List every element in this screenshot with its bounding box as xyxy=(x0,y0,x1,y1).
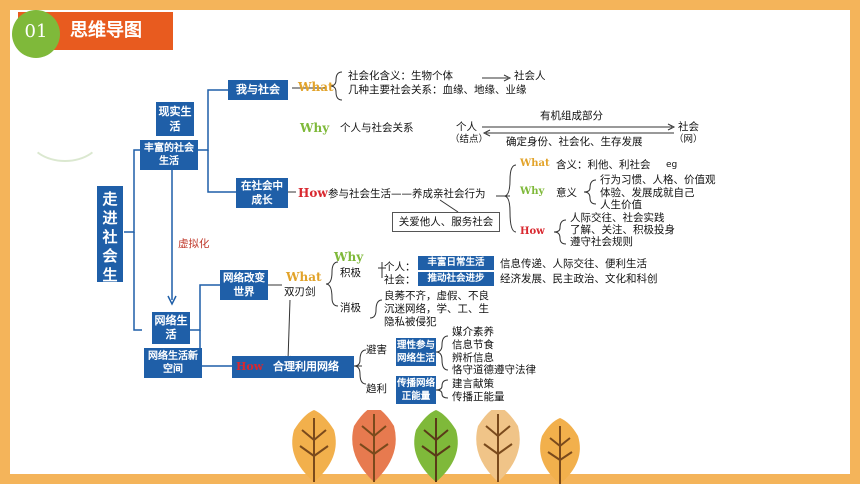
sig-item-1: 行为习惯、人格、价值观 xyxy=(600,174,716,186)
identity-text: 确定身份、社会化、生存发展 xyxy=(506,136,643,148)
person-label: 个人 xyxy=(456,121,477,133)
network-change-world-node[interactable]: 网络改变世界 xyxy=(220,270,268,300)
society-net-sub: （网） xyxy=(674,134,703,145)
what-label: What xyxy=(298,80,334,94)
section-number-badge: 01 xyxy=(12,10,60,58)
individual-society-relation: 个人与社会关系 xyxy=(340,122,414,134)
society-label: 社会 xyxy=(678,121,699,133)
negative-label: 消极 xyxy=(340,302,361,314)
how-item-2: 了解、关注、积极投身 xyxy=(570,224,675,236)
benefit-item-2: 传播正能量 xyxy=(452,391,505,403)
significance-label: 意义 xyxy=(556,187,577,199)
avoid-item-3: 辨析信息 xyxy=(452,352,494,364)
positive-label: 积极 xyxy=(340,267,361,279)
tree-icon xyxy=(352,410,396,482)
neg-line-2: 沉迷网络，学、工、生 xyxy=(384,303,489,315)
network-new-space-node[interactable]: 网络生活新空间 xyxy=(144,348,202,378)
section-title: 思维导图 xyxy=(70,20,142,41)
tree-icon xyxy=(414,410,458,482)
why-label-2: Why xyxy=(520,186,545,197)
how-label-4: How xyxy=(236,360,264,373)
tree-icon xyxy=(540,418,580,484)
avoid-harm-label: 避害 xyxy=(366,344,387,356)
rich-daily-life-box[interactable]: 丰富日常生活 xyxy=(418,256,494,270)
reasonable-use-node[interactable]: How 合理利用网络 xyxy=(232,356,354,378)
avoid-item-4: 恪守道德遵守法律 xyxy=(452,364,536,376)
reality-life-node[interactable]: 现实生活 xyxy=(156,102,194,136)
why-label: Why xyxy=(300,121,330,135)
me-and-society-node[interactable]: 我与社会 xyxy=(228,80,288,100)
person-node-sub: （结点） xyxy=(450,134,489,145)
meaning-text: 含义：利他、利社会 xyxy=(556,159,651,171)
socialization-text: 社会化含义：生物个体 xyxy=(348,70,453,82)
avoid-item-1: 媒介素养 xyxy=(452,326,494,338)
grow-in-society-node[interactable]: 在社会中成长 xyxy=(236,178,288,208)
social-benefit-text: 经济发展、民主政治、文化和科创 xyxy=(500,273,658,285)
rich-social-life-node[interactable]: 丰富的社会生活 xyxy=(140,140,198,170)
how-label: How xyxy=(298,186,328,200)
autumn-trees-decoration xyxy=(292,410,580,484)
tree-icon xyxy=(476,410,520,482)
participate-text: 参与社会生活——养成亲社会行为 xyxy=(328,188,486,200)
seek-benefit-label: 趋利 xyxy=(366,383,387,395)
virtualization-label: 虚拟化 xyxy=(178,238,210,250)
how-item-1: 人际交往、社会实践 xyxy=(570,212,665,224)
personal-label: 个人： xyxy=(384,261,416,273)
network-life-node[interactable]: 网络生活 xyxy=(152,312,190,344)
caring-box[interactable]: 关爱他人、服务社会 xyxy=(392,212,500,232)
why-label-3: Why xyxy=(334,250,364,264)
benefit-item-1: 建言献策 xyxy=(452,378,494,390)
sig-item-2: 体验、发展成就自己 xyxy=(600,187,695,199)
social-label: 社会： xyxy=(384,274,416,286)
social-relations-text: 几种主要社会关系：血缘、地缘、业缘 xyxy=(348,84,527,96)
neg-line-1: 良莠不齐，虚假、不良 xyxy=(384,290,489,302)
tree-icon xyxy=(292,410,336,482)
eg-text: eg xyxy=(666,160,678,170)
what-label-2: What xyxy=(520,158,550,169)
leaf-decoration xyxy=(28,98,102,162)
rational-participation-box[interactable]: 理性参与网络生活 xyxy=(396,338,436,366)
neg-line-3: 隐私被侵犯 xyxy=(384,316,437,328)
sig-item-3: 人生价值 xyxy=(600,199,642,211)
spread-energy-box[interactable]: 传播网络正能量 xyxy=(396,376,436,404)
root-node[interactable]: 走进社会生活 xyxy=(97,186,123,303)
organic-part-text: 有机组成部分 xyxy=(540,110,603,122)
social-person-text: 社会人 xyxy=(514,70,546,82)
double-edge-text: 双刃剑 xyxy=(284,286,316,298)
how-item-3: 遵守社会规则 xyxy=(570,236,633,248)
how-label-2: How xyxy=(520,226,545,237)
reasonable-use-label: 合理利用网络 xyxy=(273,360,340,373)
what-label-3: What xyxy=(286,270,322,284)
avoid-item-2: 信息节食 xyxy=(452,339,494,351)
personal-benefit-text: 信息传递、人际交往、便利生活 xyxy=(500,258,647,270)
push-progress-box[interactable]: 推动社会进步 xyxy=(418,272,494,286)
